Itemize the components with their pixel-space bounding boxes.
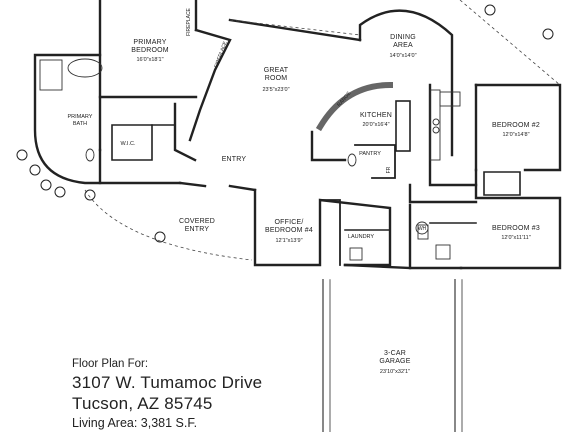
address-line-1: 3107 W. Tumamoc Drive <box>72 373 263 392</box>
dining-area-dim: 14'0"x14'0" <box>389 53 416 59</box>
plant-icon <box>542 28 554 40</box>
fireplace-label-1: FIREPLACE <box>186 7 192 35</box>
plant-icon <box>29 164 41 176</box>
pantry-name: PANTRY <box>359 151 381 157</box>
plants <box>16 4 554 243</box>
office-dim: 12'1"x13'9" <box>275 238 302 244</box>
primary-bedroom-dim: 16'0"x18'1" <box>136 57 163 63</box>
plant-icon <box>40 179 52 191</box>
office-name: OFFICE/BEDROOM #4 <box>265 219 313 234</box>
garage-dim: 23'10"x32'1" <box>380 369 410 375</box>
floor-plan-caption: Floor Plan For: <box>72 358 149 370</box>
laundry-name: LAUNDRY <box>348 234 375 240</box>
plant-icon <box>154 231 166 243</box>
plant-icon <box>54 186 66 198</box>
plant-icon <box>484 4 496 16</box>
fixtures <box>39 58 461 261</box>
fireplace-label-2: FIREPLACE <box>213 40 228 69</box>
water-heater-icon <box>415 221 429 235</box>
bathtub-icon <box>67 58 103 78</box>
plant-icon <box>84 189 96 201</box>
bedroom-3-name: BEDROOM #3 <box>492 225 540 232</box>
dashed-lines <box>84 0 561 261</box>
water-heater-label: WH <box>418 226 427 232</box>
range-label: RANGE <box>336 90 352 108</box>
kitchen-dim: 20'0"x16'4" <box>362 122 389 128</box>
wic-name: W.I.C. <box>121 141 136 147</box>
shower-icon <box>39 59 63 91</box>
great-room-dim: 23'5"x23'0" <box>262 87 289 93</box>
kitchen-name: KITCHEN <box>360 112 392 119</box>
bedroom-3-dim: 12'0"x11'11" <box>501 235 530 241</box>
bedroom-2-dim: 12'0"x14'8" <box>502 132 529 138</box>
living-area: Living Area: 3,381 S.F. <box>72 416 198 430</box>
entry-name: ENTRY <box>222 156 247 163</box>
fridge-label: FR <box>386 166 392 173</box>
bedroom-2-name: BEDROOM #2 <box>492 122 540 129</box>
plant-icon <box>16 149 28 161</box>
address-line-2: Tucson, AZ 85745 <box>72 394 213 413</box>
